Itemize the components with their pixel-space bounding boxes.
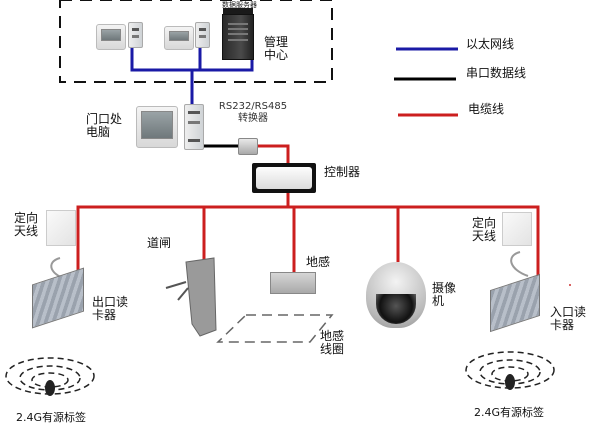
workstation-2-monitor [164,26,194,50]
ground-sensor-box [270,272,316,294]
ground-coil-outline [216,314,334,343]
ground-sensor-label: 地感 [306,255,331,269]
door-pc-label: 门口处 电脑 [86,112,123,139]
legend-label-cable: 电缆线 [468,102,505,116]
right-antenna-cable [510,251,529,277]
stray-dot [569,284,571,286]
controller-device [252,163,316,193]
right-directional-antenna [502,212,532,246]
ethernet-lines [130,46,254,108]
workstation-1-monitor [96,24,126,50]
door-pc-monitor [136,106,178,148]
cable-lines [76,144,540,285]
left-directional-antenna [46,210,76,246]
gate-turnstile [165,257,217,337]
converter-label-line1: RS232/RS485 [218,101,288,112]
workstation-1-tower [128,22,143,48]
exit-reader-label: 出口读 卡器 [92,295,129,322]
right-tag-label: 2.4G有源标签 [474,406,545,419]
door-pc-tower [184,104,204,150]
legend-label-ethernet: 以太网线 [466,37,515,51]
left-antenna-label: 定向 天线 [14,211,39,238]
management-center-boundary [59,0,333,83]
rs232-rs485-converter [238,138,258,155]
ground-coil-label: 地感 线圈 [320,329,345,356]
controller-label: 控制器 [324,165,361,179]
gate-label: 道闸 [147,236,172,250]
cable-converter-controller [256,144,290,163]
data-server [222,8,254,60]
entry-reader-label: 入口读 卡器 [550,305,587,332]
right-tag-icon [505,374,515,390]
dome-camera [366,262,426,328]
right-antenna-label: 定向 天线 [472,216,497,243]
server-tag-label: 数据服务器 [222,1,257,9]
workstation-2-tower [195,22,210,48]
camera-label: 摄像 机 [432,281,457,308]
left-tag-icon [45,380,55,396]
legend-label-serial: 串口数据线 [466,66,527,80]
left-tag-label: 2.4G有源标签 [16,411,87,424]
management-center-label: 管理 中心 [264,35,289,62]
cable-bus [76,205,540,285]
converter-label-line2: 转换器 [238,113,268,124]
